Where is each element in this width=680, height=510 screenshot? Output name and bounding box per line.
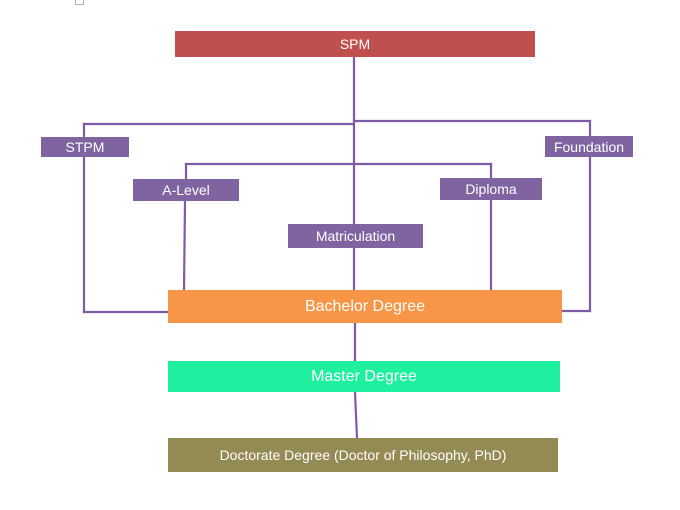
node-matriculation: Matriculation	[288, 224, 423, 248]
node-master-degree: Master Degree	[168, 361, 560, 392]
node-stpm: STPM	[41, 137, 129, 157]
node-foundation: Foundation	[545, 136, 633, 157]
connector-master-to-doctorate	[353, 390, 359, 440]
node-a-level: A-Level	[133, 179, 239, 201]
node-doctorate-degree: Doctorate Degree (Doctor of Philosophy, …	[168, 438, 558, 472]
node-spm: SPM	[175, 31, 535, 57]
connector-alevel-down	[182, 199, 187, 292]
node-bachelor-degree: Bachelor Degree	[168, 290, 562, 323]
node-diploma: Diploma	[440, 178, 542, 200]
page-corner-mark	[75, 0, 84, 5]
